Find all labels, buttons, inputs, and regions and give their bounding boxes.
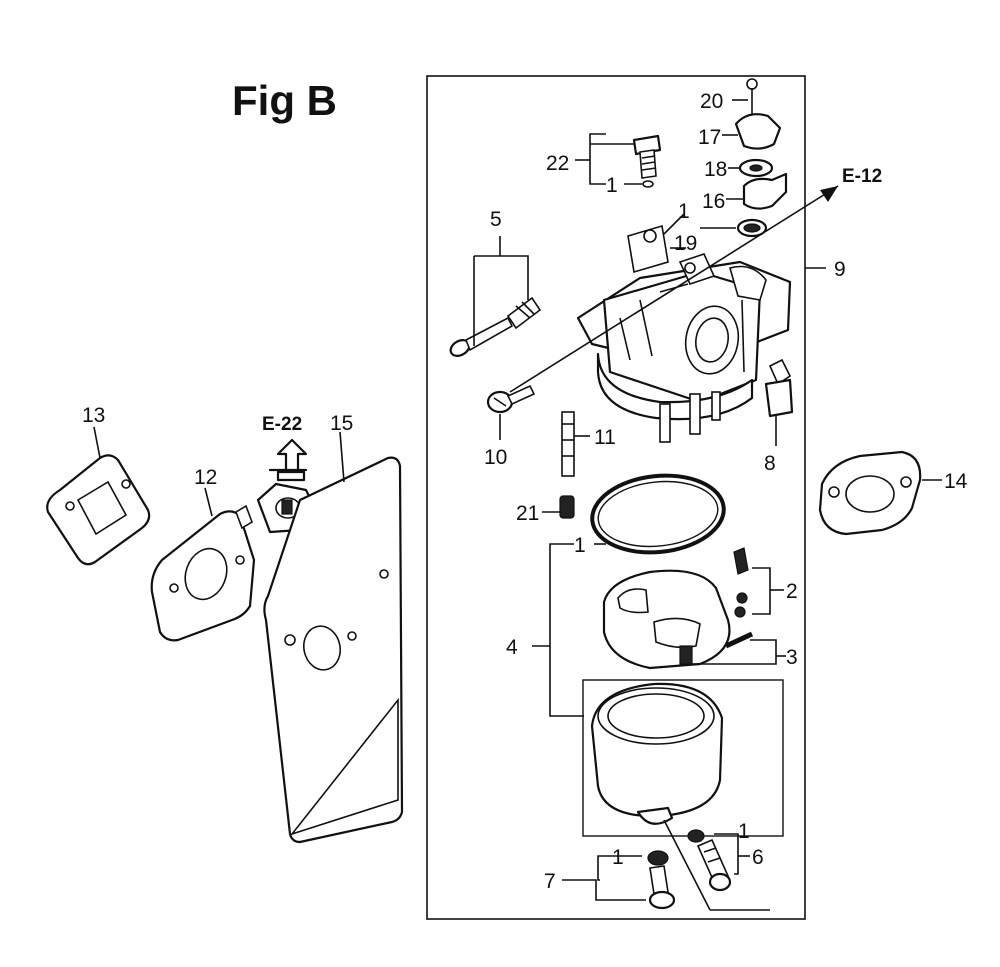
callout-4: 4 bbox=[506, 636, 518, 659]
float-bowl-frame bbox=[582, 679, 784, 837]
bracket-4 bbox=[549, 543, 584, 717]
gasket-13 bbox=[46, 426, 151, 566]
callout-8: 8 bbox=[764, 452, 776, 475]
throttle-screw-10 bbox=[486, 384, 536, 440]
callout-19: 19 bbox=[674, 232, 697, 255]
float bbox=[602, 569, 731, 670]
callout-5: 5 bbox=[490, 208, 502, 231]
e22-reference-arrow bbox=[268, 438, 308, 482]
screw-20 bbox=[732, 78, 758, 114]
float-bowl bbox=[590, 682, 724, 825]
washer-18 bbox=[728, 158, 774, 178]
callout-16: 16 bbox=[702, 190, 725, 213]
drain-screw-6 bbox=[687, 829, 750, 892]
float-valve-2 bbox=[733, 547, 784, 618]
figure-title: Fig B bbox=[232, 77, 337, 124]
callout-6: 6 bbox=[752, 846, 764, 869]
float-pin-3 bbox=[690, 631, 786, 665]
callout-1-d: 1 bbox=[738, 820, 750, 843]
bowl-gasket-1 bbox=[590, 473, 726, 555]
callout-20: 20 bbox=[700, 90, 723, 113]
jet-holder-11 bbox=[561, 411, 590, 477]
callout-1-a: 1 bbox=[606, 174, 618, 197]
callout-10: 10 bbox=[484, 446, 507, 469]
callout-1-e: 1 bbox=[678, 200, 690, 223]
seal-1-upper bbox=[700, 218, 768, 238]
callout-1-c: 1 bbox=[612, 846, 624, 869]
cap-17 bbox=[722, 113, 782, 150]
heat-shield-15 bbox=[263, 431, 404, 844]
carburetor-assembly-frame bbox=[426, 75, 806, 920]
bolt-22 bbox=[632, 134, 662, 179]
leader-1-side bbox=[663, 213, 685, 235]
carburetor-body bbox=[576, 224, 792, 443]
callout-9: 9 bbox=[834, 258, 846, 281]
holder-16 bbox=[726, 172, 788, 210]
main-jet-21 bbox=[542, 495, 575, 519]
callout-2: 2 bbox=[786, 580, 798, 603]
callout-17: 17 bbox=[698, 126, 721, 149]
pilot-screw-5 bbox=[449, 236, 542, 357]
callout-13: 13 bbox=[82, 404, 105, 427]
reference-e12: E-12 bbox=[842, 166, 882, 187]
callout-14: 14 bbox=[944, 470, 968, 493]
callout-22: 22 bbox=[546, 152, 569, 175]
callout-3: 3 bbox=[786, 646, 798, 669]
insulator-12 bbox=[150, 487, 256, 642]
fuel-cut-8 bbox=[764, 358, 794, 446]
callout-1-b: 1 bbox=[574, 534, 586, 557]
gasket-14 bbox=[818, 450, 942, 536]
callout-15: 15 bbox=[330, 412, 353, 435]
e12-reference-arrow bbox=[509, 185, 839, 393]
washer-1-top bbox=[642, 180, 654, 188]
callout-18: 18 bbox=[704, 158, 727, 181]
callout-21: 21 bbox=[516, 502, 539, 525]
callout-11: 11 bbox=[594, 426, 616, 449]
reference-e22: E-22 bbox=[262, 414, 302, 435]
callout-7: 7 bbox=[544, 870, 556, 893]
bowl-bolt-7 bbox=[562, 850, 676, 910]
callout-12: 12 bbox=[194, 466, 217, 489]
